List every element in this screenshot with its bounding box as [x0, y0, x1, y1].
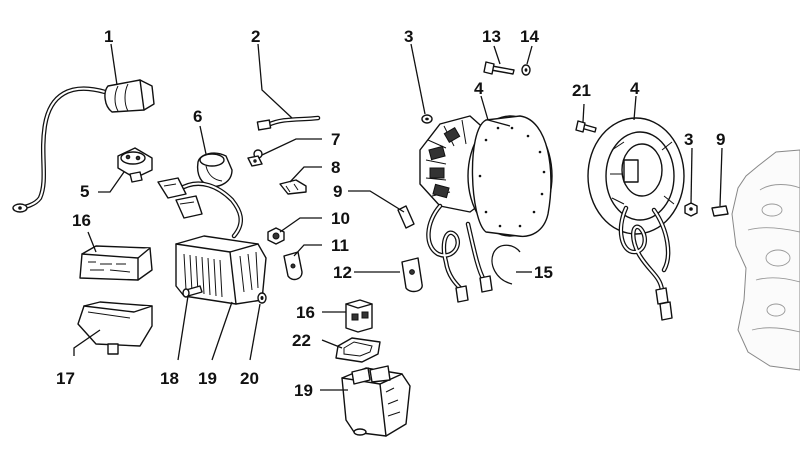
part-5-socket: [117, 147, 153, 183]
part-9-pin-right: [711, 205, 729, 217]
part-3-washer-left: [421, 114, 433, 124]
callout-8: 8: [331, 158, 340, 177]
callout-7: 7: [331, 130, 340, 149]
callout-13: 13: [482, 27, 501, 46]
callout-11: 11: [331, 236, 349, 255]
engine-case-ghost: [731, 149, 800, 371]
callout-4-right: 4: [630, 79, 640, 98]
part-18-bolt: [182, 285, 203, 298]
part-16-box-cover: [79, 245, 153, 281]
callout-6: 6: [193, 107, 202, 126]
part-16-connector: [345, 299, 373, 333]
callout-1: 1: [104, 27, 113, 46]
callout-20: 20: [240, 369, 259, 388]
callout-10: 10: [331, 209, 350, 228]
part-1-plug-cable: [12, 79, 155, 213]
callout-2: 2: [251, 27, 260, 46]
callout-17: 17: [56, 369, 75, 388]
part-13-screw: [483, 61, 515, 75]
part-19-regulator-lower: [341, 365, 411, 437]
callout-22: 22: [292, 331, 311, 350]
callout-4: 4: [474, 79, 484, 98]
callout-16: 16: [72, 211, 91, 230]
part-11-bracket: [283, 251, 303, 281]
callout-5: 5: [80, 182, 89, 201]
part-21-screw: [575, 120, 597, 133]
part-15-circlip: [491, 244, 521, 285]
callout-3-right: 3: [684, 130, 693, 149]
part-8-connector-clip: [279, 179, 307, 195]
leader-lines: [73, 43, 723, 391]
callout-labels: 1 2 3 13 14 21 4 4 6 7 8 3 9 9 5 16 10 1…: [56, 27, 725, 400]
part-4-flywheel-right: [587, 117, 685, 321]
part-22-gasket: [335, 337, 381, 363]
callout-3: 3: [404, 27, 413, 46]
part-19-regulator-left: [157, 177, 267, 305]
callout-9-right: 9: [716, 130, 725, 149]
callout-15: 15: [534, 263, 553, 282]
callout-12: 12: [333, 263, 352, 282]
part-20-washer: [257, 292, 267, 304]
part-14-washer: [521, 64, 531, 76]
callout-19-lower: 19: [294, 381, 313, 400]
callout-9: 9: [333, 182, 342, 201]
part-12-clamp: [401, 257, 423, 293]
callout-18: 18: [160, 369, 179, 388]
callout-14: 14: [520, 27, 539, 46]
part-6-rubber-cap: [196, 152, 233, 188]
part-2-wire-lead: [256, 115, 321, 131]
callout-16-lower: 16: [296, 303, 315, 322]
part-17-tray: [77, 301, 153, 355]
part-10-nut: [267, 227, 285, 245]
part-7-terminal: [247, 149, 263, 167]
part-3-nut-right: [684, 202, 698, 217]
callout-19: 19: [198, 369, 217, 388]
part-4-stator-flywheel-center: [419, 115, 553, 303]
callout-21: 21: [572, 81, 591, 100]
